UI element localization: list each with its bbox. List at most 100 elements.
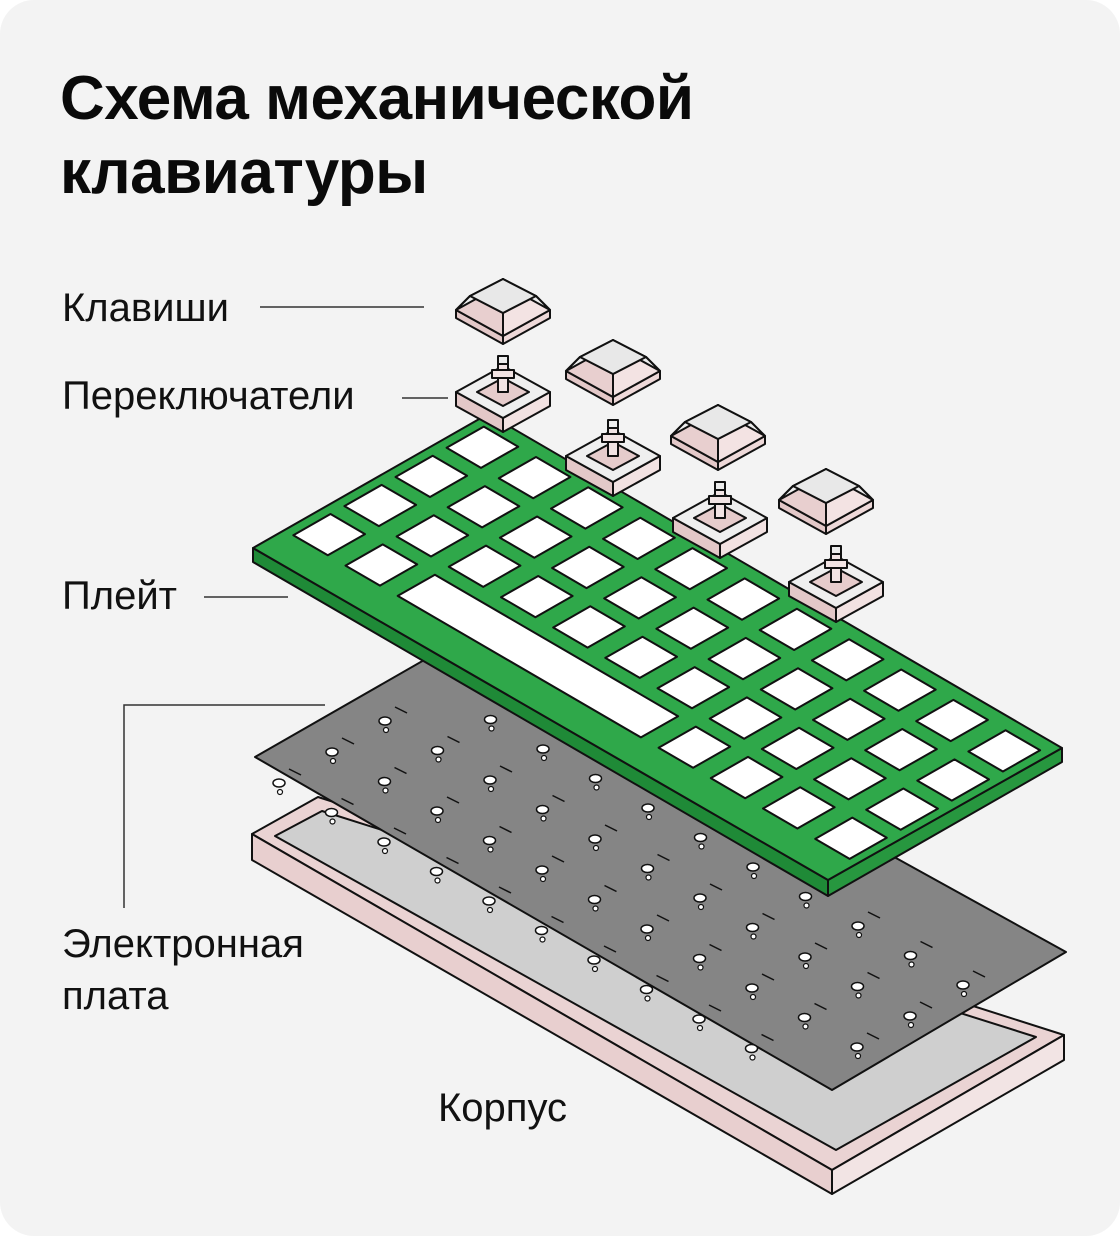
pcb-contact — [587, 894, 602, 905]
pcb-trace — [972, 970, 986, 978]
pcb-pad — [487, 785, 495, 793]
pcb-contact — [693, 832, 708, 843]
plate-hole — [604, 635, 678, 679]
pcb-trace — [446, 856, 459, 865]
pcb-contact — [693, 893, 707, 903]
label-pcb-line-1: Электронная — [62, 922, 304, 966]
plate-hole — [498, 515, 573, 559]
pcb-contact — [640, 863, 655, 874]
plate-hole — [446, 485, 521, 529]
pcb-pad — [382, 726, 390, 734]
plate-hole — [762, 786, 836, 830]
plate-hole — [758, 607, 833, 651]
pcb-trace — [447, 735, 460, 744]
pcb-contact — [588, 834, 602, 844]
pcb-contact — [535, 865, 549, 875]
pcb-contact — [641, 803, 655, 813]
plate-hole — [709, 755, 784, 800]
pcb-contact — [692, 953, 707, 964]
plate-hole — [445, 425, 520, 469]
pcb-contact — [639, 984, 654, 995]
plate-hole — [813, 757, 887, 801]
keycap — [565, 339, 661, 406]
plate-hole — [602, 516, 676, 560]
pcb-pad — [434, 877, 441, 884]
pcb-pad — [645, 813, 653, 821]
pcb-trace — [656, 914, 670, 922]
pcb-contact — [483, 775, 497, 785]
pcb-pad — [382, 787, 389, 794]
pcb-trace — [446, 796, 460, 804]
plate-hole — [915, 698, 989, 743]
plate-hole — [552, 605, 626, 649]
keycap — [670, 404, 766, 471]
pcb-trace — [551, 855, 565, 863]
label-pcb: Электронная плата — [62, 918, 304, 1022]
pcb-contact — [851, 921, 865, 931]
pcb-contact — [325, 747, 339, 757]
plate-hole — [394, 454, 469, 498]
plate-hole — [292, 513, 366, 557]
pcb-pad — [907, 1021, 915, 1029]
pcb-contact — [587, 955, 601, 965]
pcb-pad — [802, 962, 810, 970]
title-line-1: Схема механической — [60, 64, 694, 133]
pcb-contact — [272, 778, 286, 788]
pcb-pad — [592, 844, 600, 852]
pcb-contact — [850, 981, 865, 992]
pcb-contact — [956, 980, 970, 990]
pcb-trace — [814, 1002, 827, 1011]
pcb-contact — [850, 1042, 864, 1052]
pcb-contact — [746, 862, 760, 872]
plate-hole — [865, 787, 939, 831]
title-line-2: клавиатуры — [60, 138, 428, 208]
pcb-board — [254, 627, 1067, 1091]
pcb-pad — [644, 995, 651, 1002]
plate — [252, 413, 1063, 897]
pcb-trace — [867, 971, 880, 980]
plate-hole — [657, 725, 732, 769]
pcb-trace — [761, 1033, 774, 1042]
pcb-pad — [803, 902, 810, 909]
pcb-contact — [745, 922, 760, 933]
pcb-contact — [744, 1043, 759, 1054]
pcb-trace — [498, 886, 512, 894]
pcb-trace — [288, 768, 302, 776]
pcb-trace — [920, 940, 933, 949]
pcb-contact — [535, 804, 550, 815]
pcb-contact — [534, 925, 549, 936]
pcb-trace — [657, 853, 670, 862]
plate-hole — [655, 606, 730, 650]
pcb-trace — [499, 825, 512, 834]
pcb-trace — [394, 706, 408, 714]
pcb-trace — [341, 737, 355, 745]
label-pcb-line-2: плата — [62, 974, 169, 1018]
plate-hole — [551, 545, 625, 590]
keycap — [778, 468, 874, 535]
plate-hole — [967, 729, 1042, 773]
pcb-trace — [393, 827, 407, 835]
pcb-pad — [539, 936, 546, 943]
pcb-pad — [749, 993, 757, 1001]
pcb-contact — [324, 807, 339, 818]
switch — [455, 355, 551, 433]
pcb-trace — [708, 1004, 722, 1012]
pcb-pad — [696, 1024, 704, 1032]
plate-hole — [707, 636, 782, 681]
plate-hole — [760, 726, 835, 770]
pcb-contact — [482, 896, 496, 906]
pcb-trace — [341, 797, 354, 806]
plate-hole — [812, 697, 886, 741]
plate-hole — [864, 728, 938, 772]
plate-hole — [395, 514, 470, 558]
plate-hole — [550, 486, 624, 530]
pcb-pad — [645, 874, 652, 881]
pcb-trace — [551, 915, 564, 924]
pcb-pad — [540, 815, 547, 822]
plate-hole — [343, 483, 418, 528]
pcb-trace — [761, 973, 775, 981]
pcb-pad — [698, 843, 705, 850]
case-right-side — [831, 1034, 1065, 1195]
